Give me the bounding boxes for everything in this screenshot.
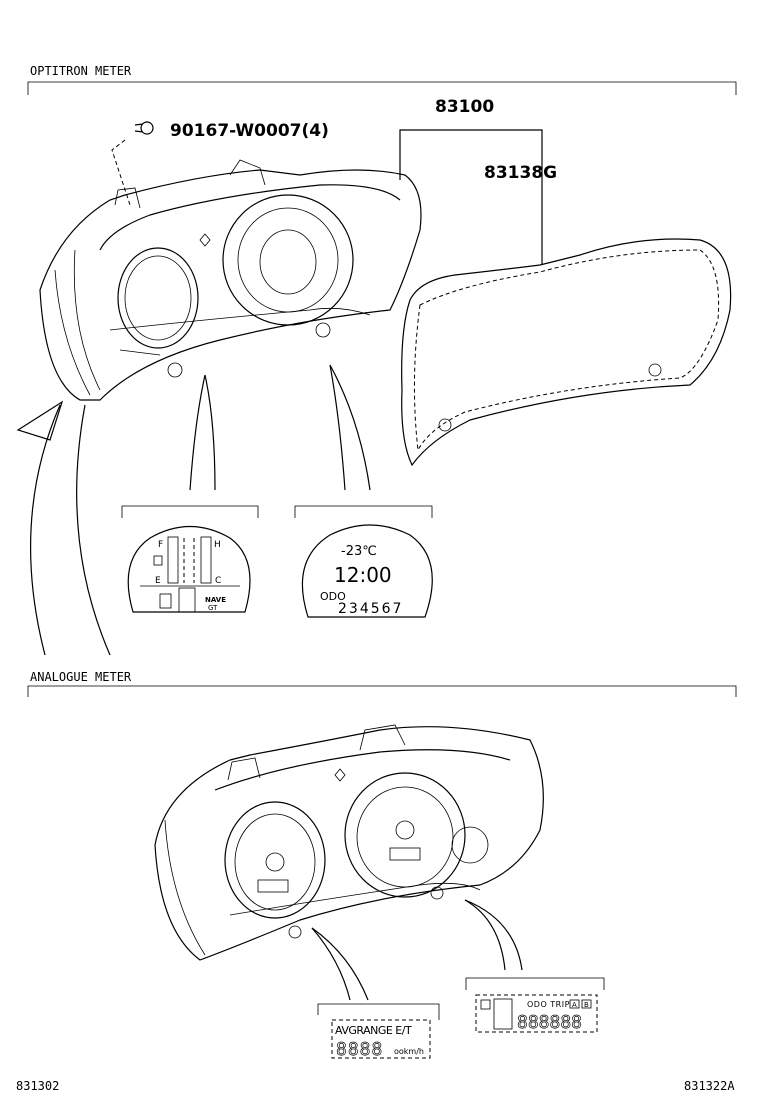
section-label-analogue: ANALOGUE METER — [30, 670, 132, 684]
figure-code-right: 831322A — [684, 1079, 735, 1093]
nave-label: NAVE — [205, 596, 226, 604]
odo-trip-display: ODO TRIP A B 888888 — [475, 994, 598, 1033]
clock: 12:00 — [334, 563, 392, 587]
meter-glass — [401, 238, 732, 467]
section-bracket-analogue — [27, 685, 737, 697]
avg-digits: 8888 — [336, 1039, 383, 1060]
section-label-optitron: OPTITRON METER — [30, 64, 132, 78]
bracket-fuel-display — [121, 505, 259, 518]
fuel-full-label: F — [158, 540, 163, 550]
optitron-meter-cluster — [39, 159, 422, 401]
screw-icon — [134, 121, 154, 135]
avg-range-display: AVGRANGE E/T 8888 ookm/h — [331, 1019, 431, 1060]
odo-trip-label: ODO TRIP — [527, 1000, 570, 1009]
trip-a-indicator: A — [572, 1001, 577, 1009]
analogue-meter-cluster — [154, 724, 544, 961]
part-number-83100[interactable]: 83100 — [435, 97, 494, 117]
avg-range-label: AVGRANGE E/T — [335, 1024, 412, 1037]
multi-info-display: -23℃ 12:00 ODO 234567 — [301, 524, 433, 618]
odo-trip-digits: 888888 — [517, 1012, 582, 1033]
figure-code-left: 831302 — [16, 1079, 59, 1093]
outside-temperature: -23℃ — [341, 544, 377, 559]
leader-83100 — [399, 129, 543, 265]
fuel-empty-label: E — [155, 576, 161, 586]
part-number-screw[interactable]: 90167-W0007(4) — [170, 121, 329, 141]
arrow-avg-display — [311, 927, 351, 1001]
arrow-odo-trip-display — [464, 899, 506, 971]
arrow-fuel-display — [189, 374, 206, 491]
glass-inner-edge — [413, 249, 720, 452]
fuel-pump-icon — [153, 555, 163, 566]
arrow-analogue-link — [29, 404, 61, 656]
avg-unit: ookm/h — [394, 1047, 424, 1056]
fuel-temp-display: F E H C NAVE GT — [127, 525, 251, 613]
gt-label: GT — [208, 604, 218, 612]
part-number-83138g[interactable]: 83138G — [484, 163, 557, 183]
bracket-odo-trip-display — [465, 977, 605, 990]
screw-leader — [111, 139, 131, 206]
temp-hot-label: H — [214, 540, 221, 550]
trip-b-indicator: B — [584, 1001, 589, 1009]
bracket-avg-display — [317, 1003, 440, 1020]
odo-value: 234567 — [338, 601, 403, 617]
arrow-multi-display — [329, 364, 346, 491]
section-bracket-optitron — [27, 81, 737, 95]
bracket-multi-display — [294, 505, 433, 518]
temp-cold-label: C — [215, 576, 221, 586]
odo-label: ODO — [320, 590, 346, 603]
